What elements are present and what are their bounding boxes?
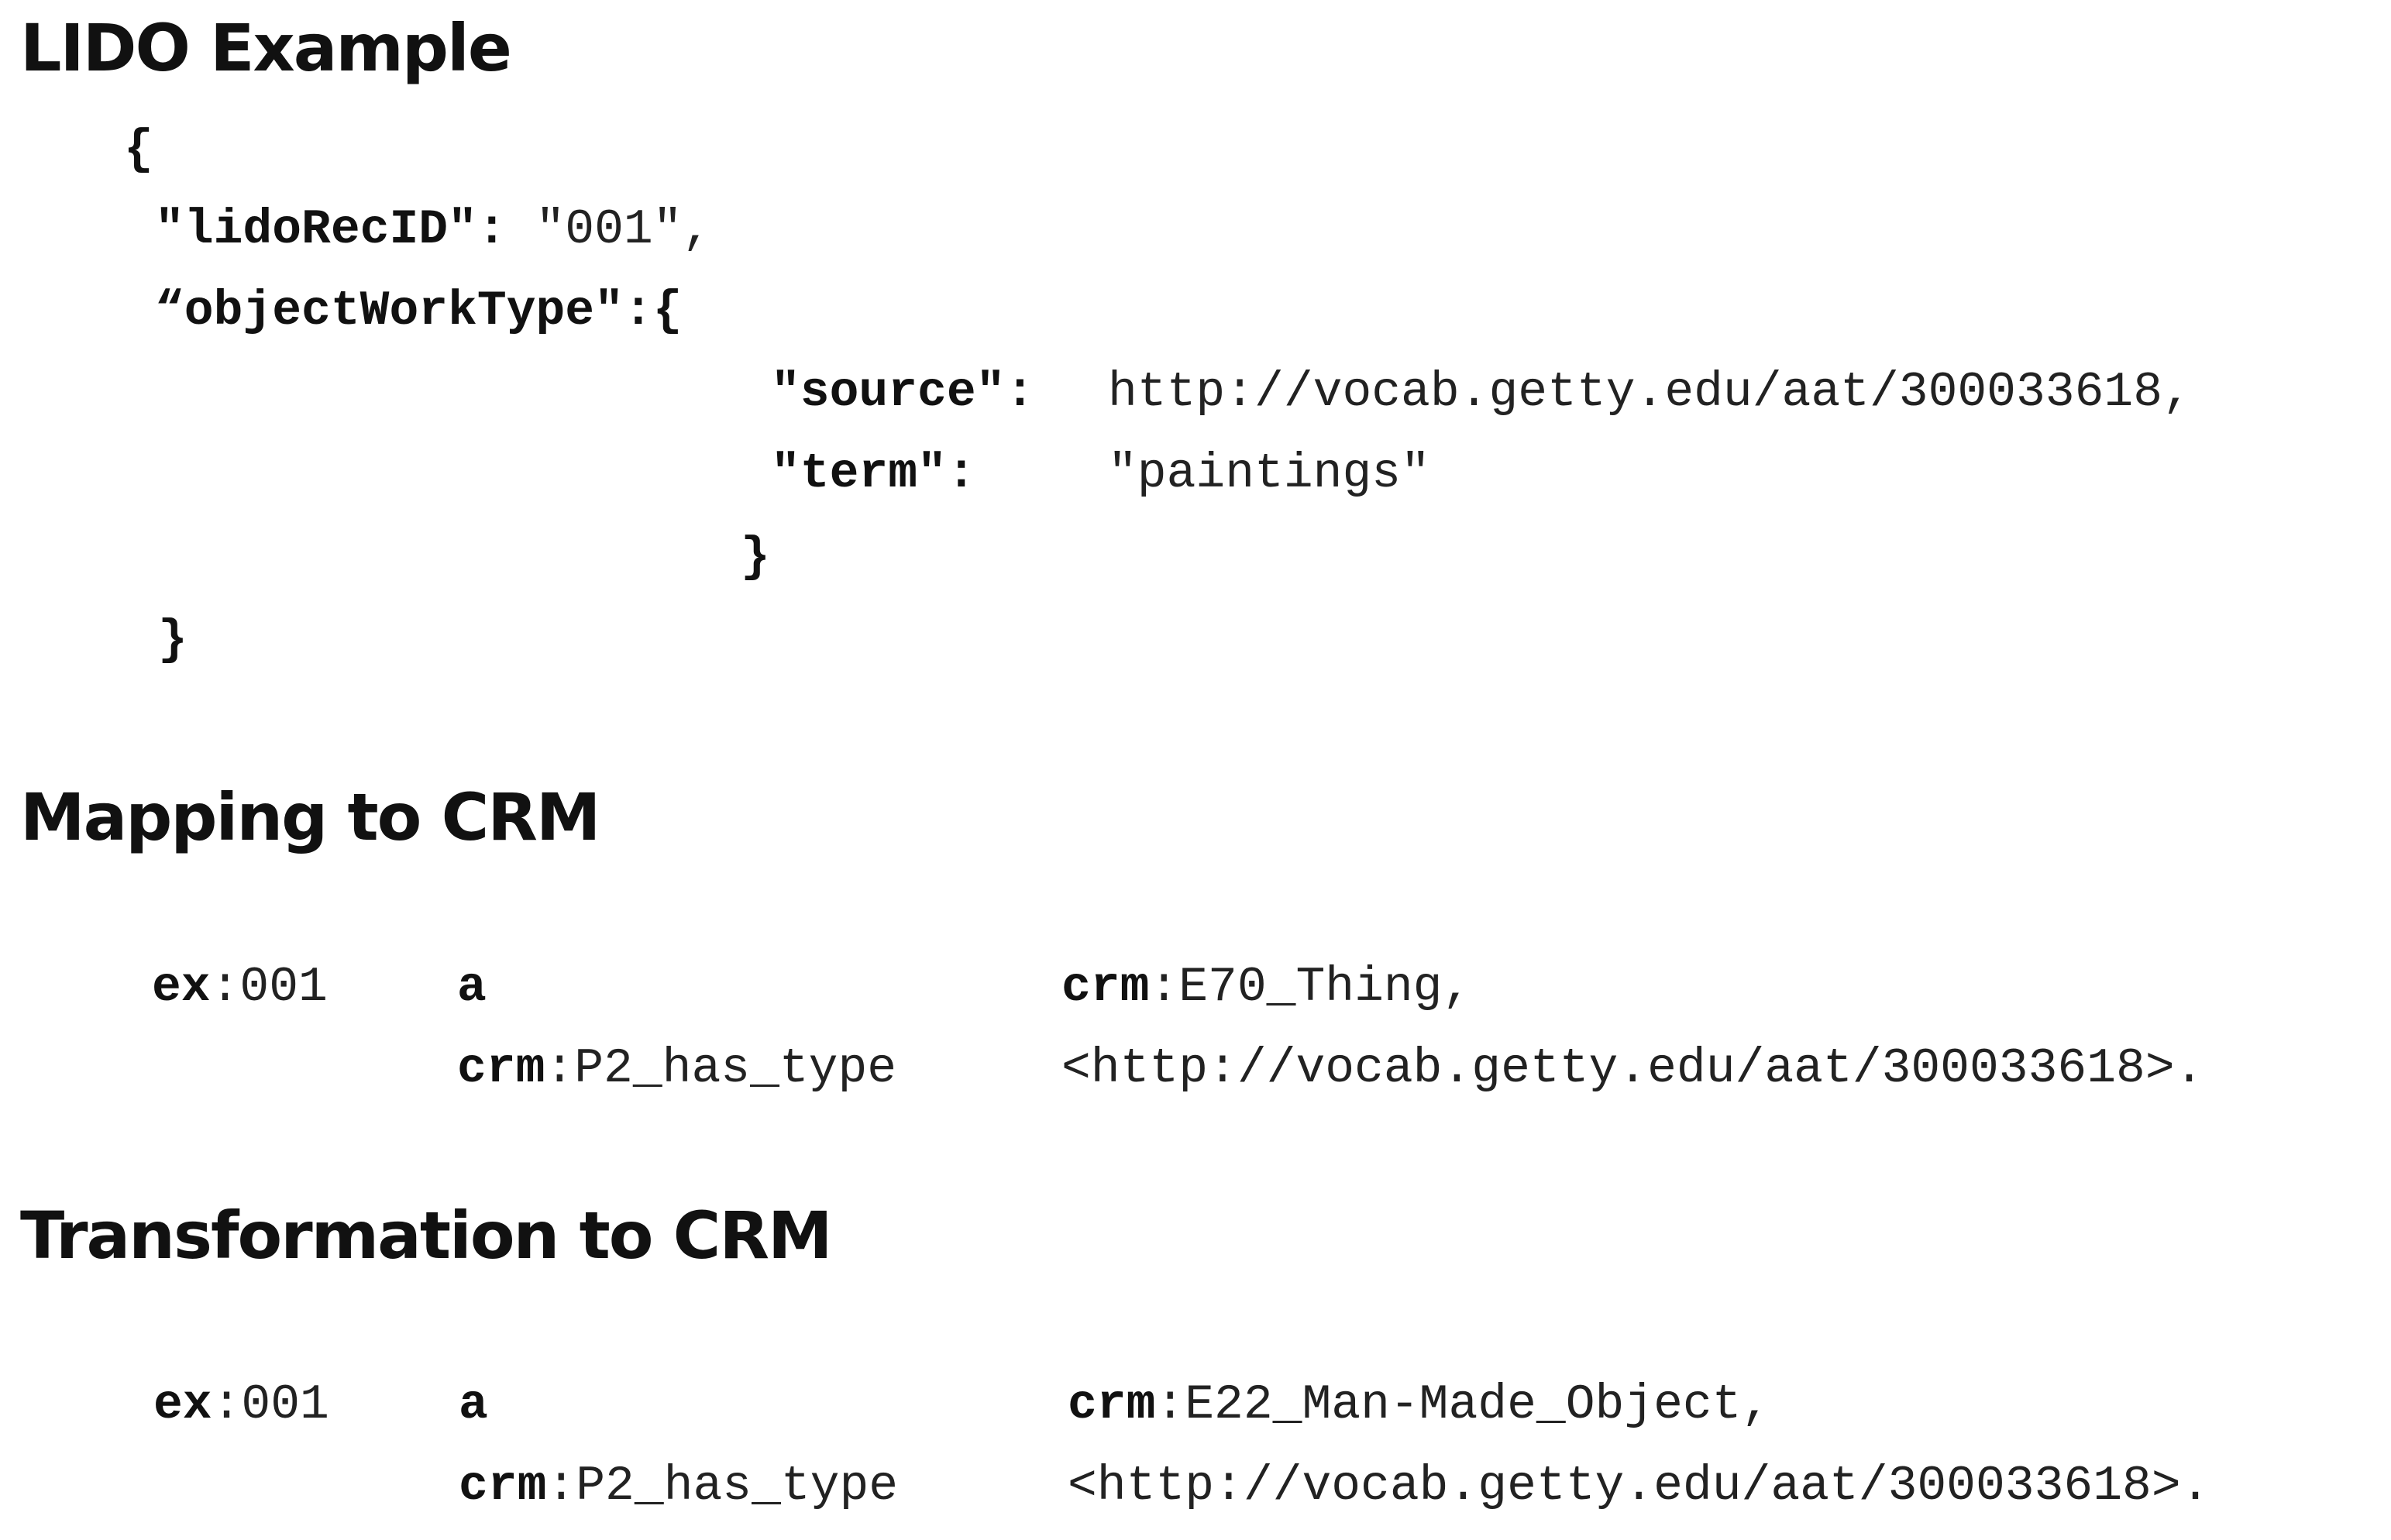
lido-term-key: "term": <box>771 449 976 498</box>
mapping-predicate-a: a <box>457 960 487 1015</box>
lido-owt-colon: : <box>623 284 653 339</box>
transformation-object-uri: <http://vocab.getty.edu/aat/300033618>. <box>1068 1459 2210 1514</box>
lido-source-key-text: "source" <box>771 365 1006 420</box>
lido-source-value: http://vocab.getty.edu/aat/300033618, <box>1108 365 2192 420</box>
lido-owt-key: “objectWorkType" <box>155 284 624 339</box>
lido-term-colon: : <box>946 446 976 501</box>
lido-source-colon: : <box>1005 365 1035 420</box>
transformation-predicate-local: :P2_has_type <box>546 1459 899 1514</box>
mapping-predicate-local: :P2_has_type <box>545 1041 897 1096</box>
transformation-object-local: :E22_Man-Made_Object, <box>1155 1377 1771 1432</box>
lido-outer-close-brace: } <box>158 613 187 668</box>
lido-rec-id-key: "lidoRecID" <box>155 202 477 257</box>
mapping-object-type: crm:E70_Thing, <box>1061 963 1471 1012</box>
transformation-predicate-prefix: crm <box>459 1459 547 1514</box>
transformation-predicate-has-type: crm:P2_has_type <box>459 1462 898 1511</box>
transformation-subject-prefix: ex <box>153 1377 212 1432</box>
lido-object-work-type-line: “objectWorkType":{ <box>155 287 683 335</box>
transformation-predicate-a: a <box>459 1377 488 1432</box>
transformation-subject: ex:001 <box>153 1380 329 1429</box>
mapping-subject-prefix: ex <box>152 960 211 1015</box>
lido-owt-open-brace: { <box>652 284 683 339</box>
lido-example-heading: LIDO Example <box>20 10 512 86</box>
mapping-predicate-has-type: crm:P2_has_type <box>457 1044 896 1093</box>
mapping-subject: ex:001 <box>152 963 328 1012</box>
lido-rec-id-value: "001", <box>535 202 712 257</box>
transformation-heading: Transformation to CRM <box>20 1198 833 1274</box>
mapping-predicate-prefix: crm <box>457 1041 545 1096</box>
mapping-object-local: :E70_Thing, <box>1149 960 1472 1015</box>
lido-term-value: "paintings" <box>1108 446 1430 501</box>
lido-open-brace: { <box>124 122 153 177</box>
lido-inner-close-brace: } <box>741 530 770 585</box>
mapping-subject-local: :001 <box>210 960 328 1015</box>
transformation-object-type: crm:E22_Man-Made_Object, <box>1068 1380 1770 1429</box>
mapping-object-uri: <http://vocab.getty.edu/aat/300033618>. <box>1061 1041 2204 1096</box>
transformation-subject-local: :001 <box>212 1377 329 1432</box>
lido-term-key-text: "term" <box>771 446 947 501</box>
lido-source-key: "source": <box>771 368 1034 417</box>
lido-rec-id-line: "lidoRecID": "001", <box>155 205 711 254</box>
mapping-object-prefix: crm <box>1061 960 1150 1015</box>
transformation-object-prefix: crm <box>1068 1377 1156 1432</box>
mapping-heading: Mapping to CRM <box>20 779 601 855</box>
lido-rec-id-colon: : <box>476 202 536 257</box>
